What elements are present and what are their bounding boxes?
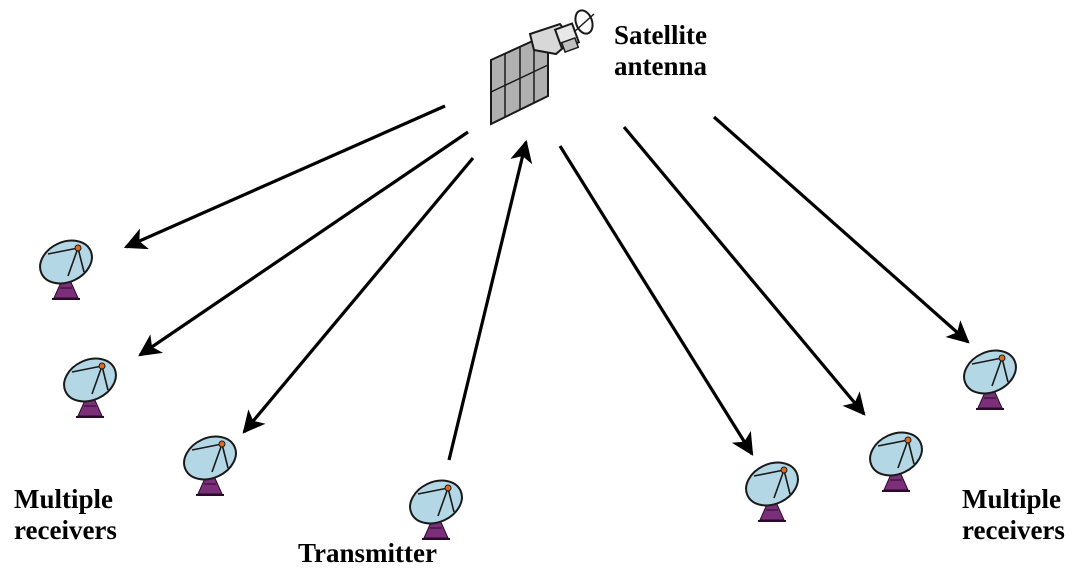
- satellite-icon: [490, 9, 595, 126]
- downlink-arrow-3: [242, 156, 475, 434]
- downlink-arrow-2: [138, 130, 469, 357]
- receiver-dish-icon: [56, 349, 124, 418]
- satellite-label-line2: antenna: [614, 51, 708, 81]
- uplink-arrow: [447, 139, 533, 461]
- receiver-dish-icon: [32, 231, 100, 300]
- downlink-arrow-4: [558, 145, 754, 456]
- satellite-antenna-label: Satellite antenna: [614, 20, 707, 82]
- left-receivers-line2: receivers: [14, 515, 117, 545]
- left-receivers-line1: Multiple: [14, 484, 113, 514]
- receiver-dish-icon: [176, 427, 244, 496]
- downlink-arrow-5: [622, 125, 866, 416]
- downlink-arrow-6: [712, 115, 970, 344]
- receiver-dish-icon: [738, 453, 806, 522]
- downlink-arrow-1: [123, 104, 446, 250]
- right-receivers-line2: receivers: [962, 515, 1065, 545]
- transmitter-dish-icon: [402, 471, 470, 540]
- receiver-dish-icon: [956, 341, 1024, 410]
- transmitter-label: Transmitter: [298, 538, 437, 568]
- downlink-arrows: [123, 104, 970, 461]
- right-receivers-line1: Multiple: [962, 484, 1061, 514]
- right-receivers-label: Multiple receivers: [962, 484, 1065, 546]
- left-receivers-label: Multiple receivers: [14, 484, 117, 546]
- receiver-dish-icon: [862, 423, 930, 492]
- satellite-label-line1: Satellite: [614, 20, 707, 50]
